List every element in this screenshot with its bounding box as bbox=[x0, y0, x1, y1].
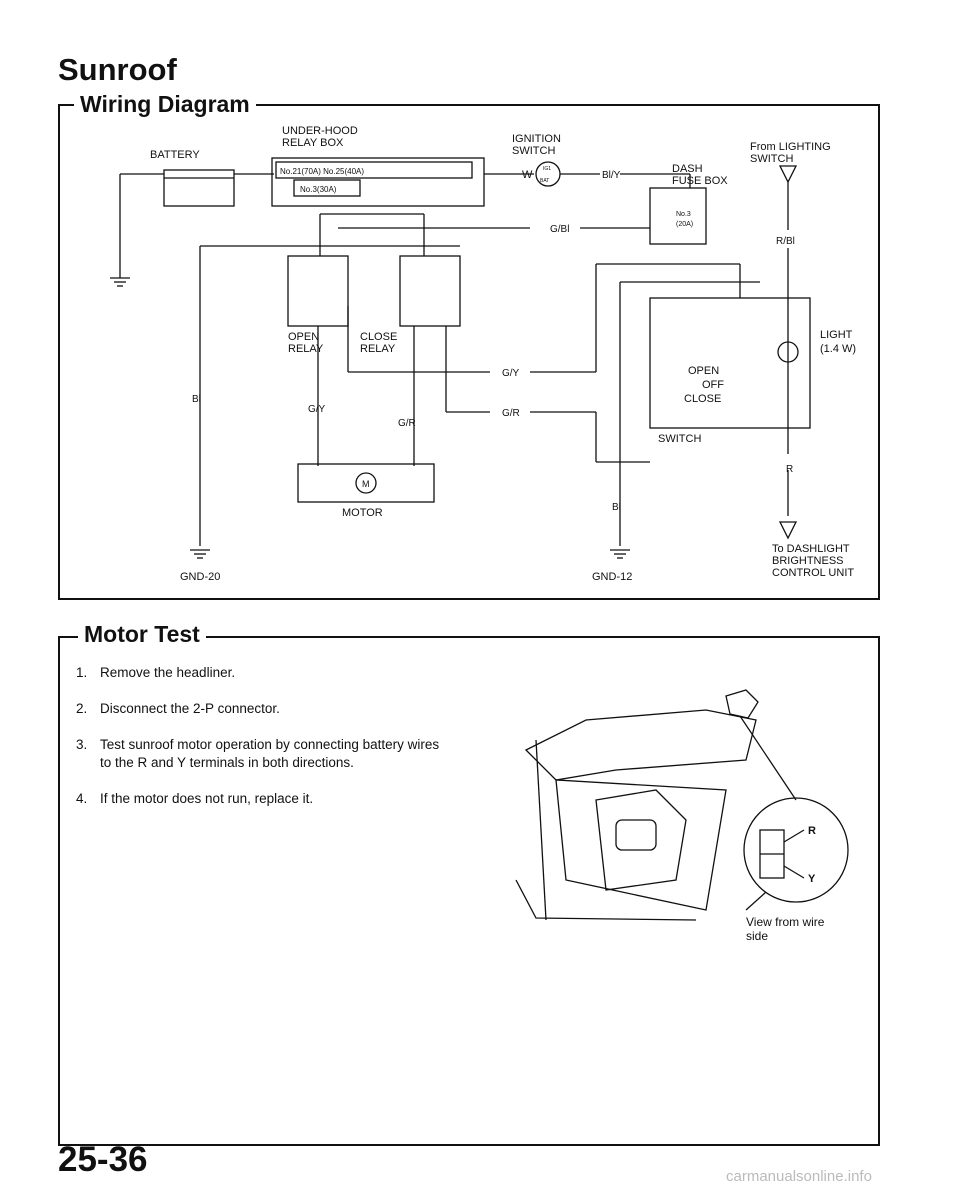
label-motor: MOTOR bbox=[342, 507, 383, 519]
terminal-r-label: R bbox=[808, 825, 816, 837]
step-item: 1. Remove the headliner. bbox=[76, 664, 446, 682]
label-ignition-switch: SWITCH bbox=[512, 145, 555, 157]
label-ignition: IGNITION bbox=[512, 133, 561, 145]
label-r: R bbox=[786, 464, 793, 475]
label-fuse-20a: (20A) bbox=[676, 221, 693, 228]
motor-symbol bbox=[355, 472, 377, 494]
terminal-y-label: Y bbox=[808, 873, 816, 885]
label-brightness: BRIGHTNESS bbox=[772, 555, 844, 567]
step-text: Test sunroof motor operation by connecti… bbox=[100, 737, 440, 770]
label-gnd20: GND-20 bbox=[180, 571, 220, 583]
label-gr-left: G/R bbox=[398, 418, 416, 429]
label-w: W bbox=[522, 169, 533, 181]
label-fuse-3: No.3(30A) bbox=[300, 185, 337, 194]
label-bly: Bl/Y bbox=[602, 170, 621, 181]
label-gnd12: GND-12 bbox=[592, 571, 632, 583]
label-fuse-21-25: No.21(70A) No.25(40A) bbox=[280, 167, 364, 176]
label-light: LIGHT bbox=[820, 329, 853, 341]
battery-symbol bbox=[163, 169, 235, 207]
figure-caption: View from wire bbox=[746, 915, 825, 929]
step-number: 4. bbox=[76, 791, 88, 806]
roof-frame bbox=[524, 709, 757, 781]
label-off: OFF bbox=[702, 379, 724, 391]
step-item: 3. Test sunroof motor operation by conne… bbox=[76, 736, 446, 772]
label-open-relay: OPEN bbox=[288, 331, 319, 343]
label-switch: SWITCH bbox=[658, 433, 701, 445]
light-bulb-symbol bbox=[777, 341, 799, 363]
step-number: 1. bbox=[76, 665, 88, 680]
label-from-lighting: From LIGHTING bbox=[750, 141, 831, 153]
wiring-diagram-title: Wiring Diagram bbox=[74, 91, 256, 118]
label-rbl: R/Bl bbox=[776, 236, 795, 247]
label-to-dashlight: To DASHLIGHT bbox=[772, 543, 850, 555]
label-lighting-switch: SWITCH bbox=[750, 153, 793, 165]
step-number: 2. bbox=[76, 701, 88, 716]
label-light-watt: (1.4 W) bbox=[820, 343, 856, 355]
label-close: CLOSE bbox=[684, 393, 721, 405]
motor-test-title: Motor Test bbox=[78, 621, 206, 648]
label-close-relay: CLOSE bbox=[360, 331, 397, 343]
watermark: carmanualsonline.info bbox=[726, 1168, 872, 1185]
dash-fuse-box bbox=[649, 187, 707, 245]
motor-body bbox=[615, 819, 657, 851]
motor-test-steps: 1. Remove the headliner. 2. Disconnect t… bbox=[76, 664, 446, 826]
label-dash: DASH bbox=[672, 163, 703, 175]
label-gbl: G/Bl bbox=[550, 224, 569, 235]
step-item: 2. Disconnect the 2-P connector. bbox=[76, 700, 446, 718]
under-hood-relay-box bbox=[271, 157, 485, 207]
close-relay bbox=[399, 255, 461, 327]
wiring-diagram: UNDER-HOOD RELAY BOX BATTERY No.21(70A) … bbox=[110, 125, 856, 583]
wiring-diagram-frame bbox=[58, 104, 880, 600]
connector-plug bbox=[725, 689, 759, 719]
step-text: If the motor does not run, replace it. bbox=[100, 791, 314, 806]
label-relay-box: RELAY BOX bbox=[282, 137, 344, 149]
step-text: Disconnect the 2-P connector. bbox=[100, 701, 280, 716]
connector-detail-circle bbox=[743, 797, 849, 903]
step-text: Remove the headliner. bbox=[100, 665, 236, 680]
motor-box bbox=[297, 463, 435, 503]
label-open: OPEN bbox=[688, 365, 719, 377]
label-under-hood: UNDER-HOOD bbox=[282, 125, 358, 137]
label-gr-right: G/R bbox=[502, 408, 520, 419]
open-relay bbox=[287, 255, 349, 327]
motor-connector-illustration: R Y View from wire side bbox=[515, 689, 849, 943]
step-number: 3. bbox=[76, 737, 88, 752]
step-item: 4. If the motor does not run, replace it… bbox=[76, 790, 446, 808]
motor-test-frame bbox=[58, 636, 880, 1146]
page-number: 25-36 bbox=[58, 1140, 148, 1179]
label-bl-left: Bl bbox=[192, 394, 201, 405]
label-fuse-no3: No.3 bbox=[676, 211, 691, 218]
label-gy-right: G/Y bbox=[502, 368, 520, 379]
label-close-relay-2: RELAY bbox=[360, 343, 396, 355]
label-bl-mid: Bl bbox=[612, 502, 621, 513]
sunroof-switch bbox=[649, 297, 811, 429]
page-title: Sunroof bbox=[58, 52, 177, 87]
label-bat: BAT bbox=[540, 178, 549, 184]
label-ig1: IG1 bbox=[543, 166, 551, 172]
label-open-relay-2: RELAY bbox=[288, 343, 324, 355]
label-battery: BATTERY bbox=[150, 149, 200, 161]
label-control-unit: CONTROL UNIT bbox=[772, 567, 854, 579]
label-motor-m: M bbox=[362, 479, 370, 489]
label-gy-left: G/Y bbox=[308, 404, 326, 415]
motor-housing bbox=[555, 779, 727, 911]
label-fuse-box: FUSE BOX bbox=[672, 175, 728, 187]
figure-caption-2: side bbox=[746, 929, 768, 943]
